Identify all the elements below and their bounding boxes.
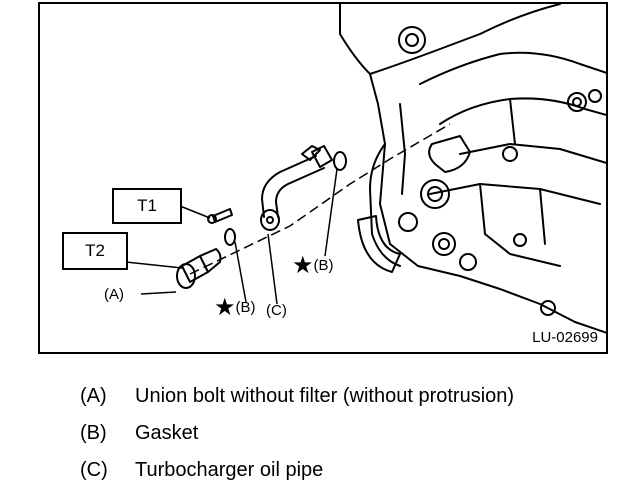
star-icon: ★ xyxy=(214,294,236,321)
legend-item-a: (A) Union bolt without filter (without p… xyxy=(80,378,630,415)
callout-c: (C) xyxy=(266,302,287,319)
legend-text: Union bolt without filter (without protr… xyxy=(135,385,515,407)
callout-a: (A) xyxy=(104,286,124,303)
star-icon: ★ xyxy=(292,252,314,279)
legend-key: (A) xyxy=(80,385,107,407)
legend: (A) Union bolt without filter (without p… xyxy=(80,378,630,489)
legend-item-b: (B) Gasket xyxy=(80,415,630,452)
legend-text: Gasket xyxy=(135,422,199,444)
legend-key: (B) xyxy=(80,422,107,444)
legend-item-c: (C) Turbocharger oil pipe xyxy=(80,452,630,489)
legend-text: Turbocharger oil pipe xyxy=(135,459,324,481)
diagram-frame: T1 T2 (A) ★(B) (C) ★(B) LU-02699 xyxy=(38,2,608,354)
torque-label-t1: T1 xyxy=(112,188,182,224)
callout-b-right: ★(B) xyxy=(292,252,334,279)
callout-b-left: ★(B) xyxy=(214,294,256,321)
torque-label-t2: T2 xyxy=(62,232,128,270)
figure-id: LU-02699 xyxy=(532,329,598,346)
engine-block xyxy=(339,4,606,334)
legend-key: (C) xyxy=(80,459,108,481)
turbo-oil-pipe xyxy=(261,155,325,218)
engine-illustration xyxy=(125,4,606,334)
